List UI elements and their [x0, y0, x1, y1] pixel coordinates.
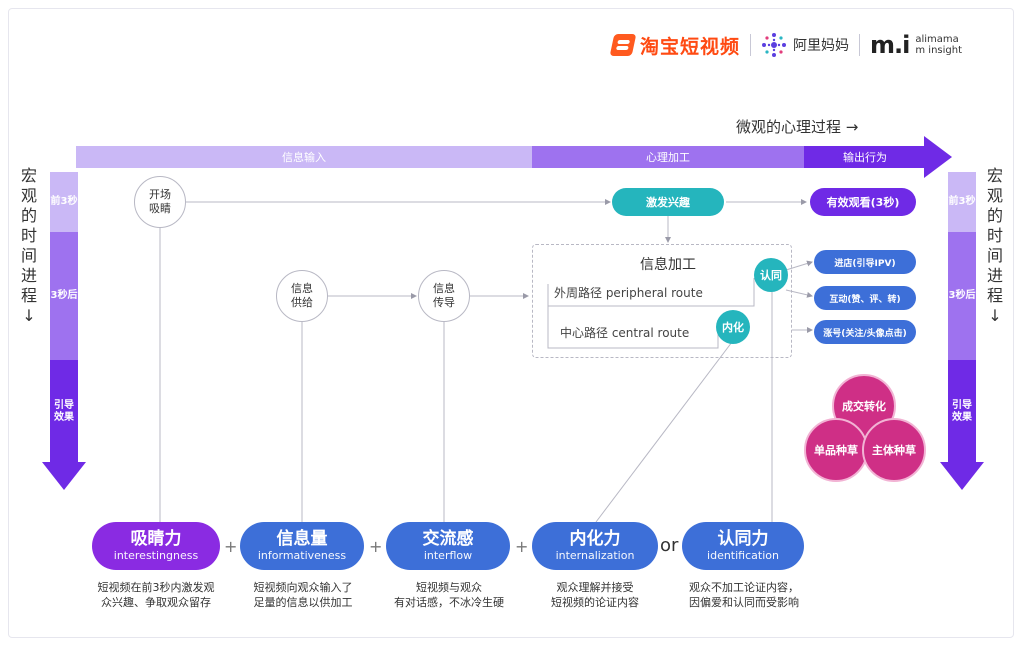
- minsight-logo-text-2: m insight: [915, 45, 963, 56]
- output-store-visit: 进店(引导IPV): [814, 250, 916, 274]
- minsight-logo: m.i alimama m insight: [870, 31, 962, 59]
- alimama-logo: 阿里妈妈: [761, 32, 849, 58]
- node-opening-label: 开场吸睛: [149, 188, 171, 215]
- operator-or: or: [660, 535, 679, 556]
- factor-informativeness-zh: 信息量: [276, 529, 328, 549]
- factor-identification-en: identification: [707, 549, 779, 562]
- stage-input-band: 信息输入: [76, 146, 532, 168]
- factor-internalization: 内化力 internalization: [532, 522, 658, 570]
- node-info-supply: 信息供给: [276, 270, 328, 322]
- right-axis-arrowhead-icon: [940, 462, 984, 490]
- factor-identification-desc-1: 观众不加工论证内容，: [689, 581, 799, 594]
- factor-informativeness-en: informativeness: [257, 549, 347, 562]
- central-route-label: 中心路径 central route: [560, 326, 690, 340]
- node-internalize: 内化: [716, 310, 750, 344]
- left-segment-effect: 引导效果: [50, 360, 78, 464]
- factor-interflow-desc-2: 有对话感，不冰冷生硬: [394, 596, 504, 609]
- effect-brand-seeding: 主体种草: [862, 418, 926, 482]
- right-axis-title: 宏观的时间进程↓: [986, 166, 1003, 325]
- factor-interestingness-en: interestingness: [113, 549, 199, 562]
- connector-to-store-visit: [785, 260, 813, 271]
- factor-interestingness-desc-1: 短视频在前3秒内激发观: [97, 581, 215, 594]
- node-info-transmit-label: 信息传导: [433, 282, 455, 309]
- top-axis-arrowhead-icon: [924, 136, 952, 178]
- factor-informativeness-desc: 短视频向观众输入了 足量的信息以供加工: [230, 580, 376, 610]
- factor-identification-desc: 观众不加工论证内容， 因偏爱和认同而受影响: [670, 580, 818, 610]
- factor-identification-zh: 认同力: [717, 529, 769, 549]
- node-interest: 激发兴趣: [612, 188, 724, 216]
- stage-processing-band: 心理加工: [532, 146, 804, 168]
- factor-internalization-en: internalization: [555, 549, 635, 562]
- factor-identification: 认同力 identification: [682, 522, 804, 570]
- output-interaction: 互动(赞、评、转): [814, 286, 916, 310]
- effect-item-seeding: 单品种草: [804, 418, 868, 482]
- right-segment-effect: 引导效果: [948, 360, 976, 464]
- left-segment-after3s: 3秒后: [50, 232, 78, 360]
- factor-interestingness-desc: 短视频在前3秒内激发观 众兴趣、争取观众留存: [82, 580, 230, 610]
- factor-interestingness-zh: 吸睛力: [130, 529, 182, 549]
- node-opening: 开场吸睛: [134, 176, 186, 228]
- node-info-supply-label: 信息供给: [291, 282, 313, 309]
- factor-interestingness: 吸睛力 interestingness: [92, 522, 220, 570]
- processing-box: [532, 244, 792, 358]
- taobao-logo-text: 淘宝短视频: [640, 35, 741, 58]
- right-segment-after3s: 3秒后: [948, 232, 976, 360]
- top-axis-title: 微观的心理过程 →: [736, 118, 859, 136]
- diagram-frame: [8, 8, 1014, 638]
- node-identify: 认同: [754, 258, 788, 292]
- stage-output-band: 输出行为: [804, 146, 926, 168]
- node-info-transmit: 信息传导: [418, 270, 470, 322]
- factor-interflow-desc-1: 短视频与观众: [416, 581, 482, 594]
- factor-identification-desc-2: 因偏爱和认同而受影响: [689, 596, 799, 609]
- connector-internalize-to-factor: [595, 341, 733, 523]
- operator-plus-1: +: [224, 537, 238, 556]
- operator-plus-2: +: [369, 537, 383, 556]
- right-segment-first3s: 前3秒: [948, 172, 976, 232]
- alimama-logo-icon: [762, 33, 787, 57]
- logo-divider: [750, 34, 752, 56]
- operator-plus-3: +: [515, 537, 529, 556]
- factor-internalization-desc: 观众理解并接受 短视频的论证内容: [524, 580, 666, 610]
- left-segment-first3s: 前3秒: [50, 172, 78, 232]
- factor-informativeness-desc-1: 短视频向观众输入了: [253, 581, 353, 594]
- left-axis-title: 宏观的时间进程↓: [20, 166, 37, 325]
- minsight-logo-mark: m.i: [870, 31, 910, 59]
- processing-title: 信息加工: [640, 257, 696, 273]
- connector-central-route: [547, 284, 719, 349]
- logo-bar: 淘宝短视频 阿里妈妈 m.i alimama m insight: [609, 28, 962, 62]
- factor-internalization-zh: 内化力: [569, 529, 621, 549]
- taobao-logo: 淘宝短视频: [609, 32, 741, 59]
- factor-interflow-desc: 短视频与观众 有对话感，不冰冷生硬: [378, 580, 520, 610]
- alimama-logo-text: 阿里妈妈: [793, 38, 850, 54]
- factor-interestingness-desc-2: 众兴趣、争取观众留存: [101, 596, 211, 609]
- factor-informativeness-desc-2: 足量的信息以供加工: [253, 596, 353, 609]
- output-follow: 涨号(关注/头像点击): [814, 320, 916, 344]
- factor-informativeness: 信息量 informativeness: [240, 522, 364, 570]
- factor-internalization-desc-1: 观众理解并接受: [556, 581, 634, 594]
- factor-internalization-desc-2: 短视频的论证内容: [551, 596, 639, 609]
- factor-interflow: 交流感 interflow: [386, 522, 510, 570]
- logo-divider: [859, 34, 861, 56]
- output-effective-view: 有效观看(3秒): [810, 188, 916, 216]
- left-axis-arrowhead-icon: [42, 462, 86, 490]
- factor-interflow-en: interflow: [423, 549, 473, 562]
- factor-interflow-zh: 交流感: [422, 529, 474, 549]
- peripheral-route-label: 外周路径 peripheral route: [554, 286, 703, 300]
- minsight-logo-text-1: alimama: [915, 34, 959, 45]
- connector-to-interaction: [785, 289, 813, 298]
